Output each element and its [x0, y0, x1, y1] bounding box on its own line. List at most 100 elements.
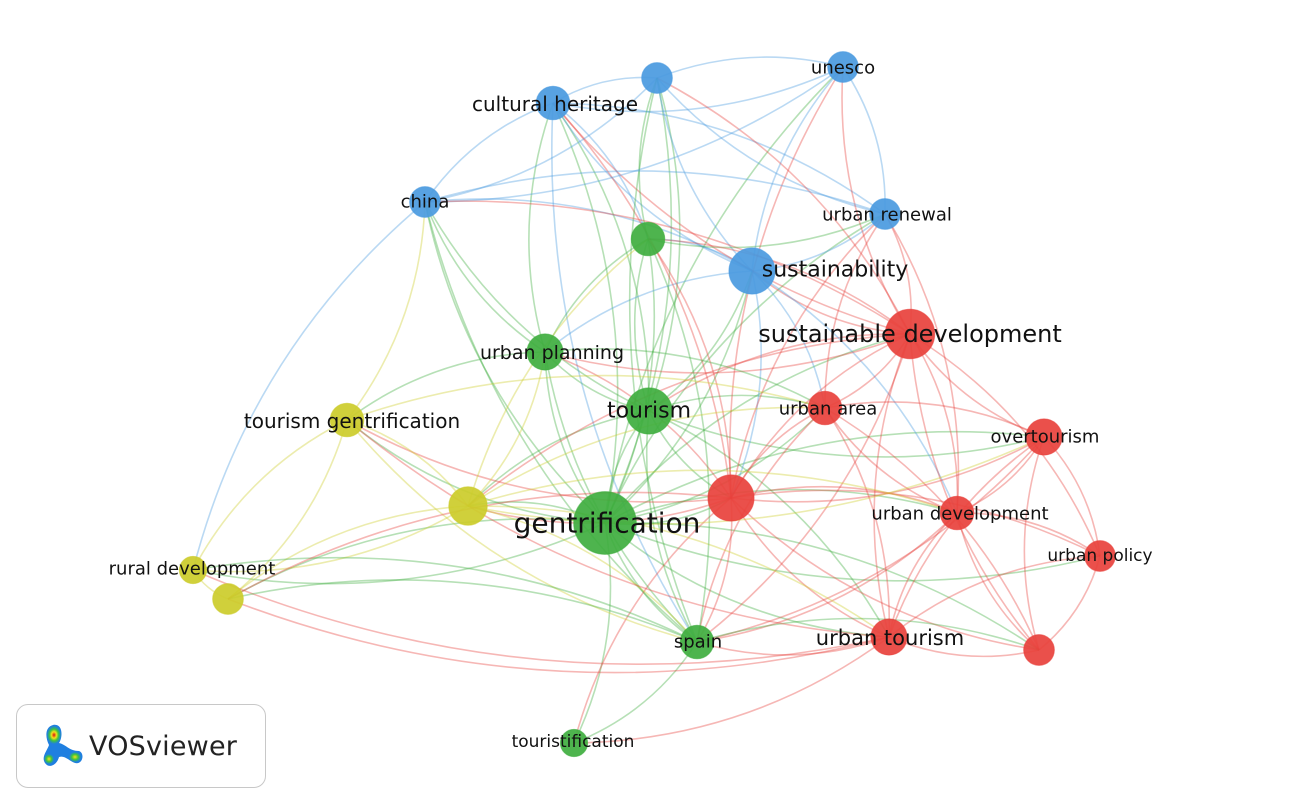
label-urban-planning: urban planning	[480, 342, 624, 364]
link-tourism-yellow_center	[467, 410, 650, 507]
link-overtourism-red_lower	[1023, 436, 1045, 651]
link-sustainable_development-spain	[696, 333, 911, 643]
link-sustainability-red_center	[730, 270, 762, 499]
node-unesco[interactable]	[827, 51, 859, 83]
node-cultural-heritage[interactable]	[535, 85, 571, 121]
label-tourism: tourism	[607, 399, 691, 424]
link-sustainability-china	[424, 198, 753, 272]
node-urban-area[interactable]	[807, 390, 843, 426]
link-gentrification-china	[424, 201, 606, 524]
link-blue_unlabeled-unesco	[656, 56, 844, 79]
node-green-upper[interactable]	[630, 221, 666, 257]
link-gentrification-sustainable_development	[604, 333, 911, 524]
label-sustainability: sustainability	[762, 258, 908, 283]
link-urban_policy-red_lower	[1038, 555, 1101, 651]
link-tourism_gentrification-yellow_lower	[227, 419, 348, 600]
node-china[interactable]	[409, 186, 441, 218]
label-spain: spain	[674, 632, 722, 653]
link-gentrification-overtourism	[604, 430, 1045, 524]
link-sustainability-cultural_heritage	[552, 102, 753, 272]
link-overtourism-spain	[696, 436, 1045, 643]
link-urban_renewal-urban_development	[884, 213, 960, 514]
link-cultural_heritage-sustainable_development	[552, 102, 911, 335]
link-china-rural_development	[192, 201, 426, 571]
link-urban_development-red_lower	[956, 512, 1040, 651]
link-sustainability-unesco	[751, 66, 844, 272]
link-tourism-green_upper	[633, 238, 650, 412]
link-gentrification-urban_policy	[604, 522, 1101, 582]
link-sustainable_development-yellow_center	[467, 333, 911, 507]
label-china: china	[401, 192, 450, 213]
link-red_center-touristification	[573, 497, 732, 744]
node-tourism[interactable]	[625, 387, 673, 435]
link-sustainability-blue_unlabeled	[656, 77, 753, 272]
link-unesco-china	[424, 66, 844, 203]
link-urban_area-urban_tourism	[824, 407, 891, 638]
link-urban_area-urban_planning	[544, 348, 826, 409]
node-overtourism[interactable]	[1025, 418, 1063, 456]
label-unesco: unesco	[811, 58, 875, 79]
link-urban_policy-urban_tourism	[888, 555, 1101, 638]
link-red_center-green_upper	[647, 238, 732, 499]
link-gentrification-sustainability	[604, 270, 753, 524]
app-name: VOSviewer	[89, 730, 238, 762]
node-rural-development[interactable]	[178, 555, 208, 585]
node-sustainability[interactable]	[728, 247, 776, 295]
link-gentrification-green_upper	[604, 238, 656, 524]
link-china-urban_renewal	[424, 170, 886, 215]
link-sustainability-urban_development	[751, 270, 958, 514]
label-urban-tourism: urban tourism	[816, 626, 964, 650]
vosviewer-logo: VOSviewer	[16, 704, 266, 788]
link-gentrification-urban_renewal	[604, 213, 886, 524]
label-urban-area: urban area	[779, 399, 878, 420]
link-green_upper-yellow_center	[467, 238, 649, 507]
link-spain-yellow_center	[467, 505, 698, 643]
link-spain-touristification	[573, 641, 698, 744]
link-blue_unlabeled-green_upper	[638, 77, 658, 240]
node-sustainable-development[interactable]	[884, 308, 936, 360]
node-urban-renewal[interactable]	[869, 198, 901, 230]
link-tourism-overtourism	[648, 410, 1045, 458]
link-yellow_center-overtourism	[467, 436, 1045, 525]
node-urban-development[interactable]	[939, 495, 975, 531]
node-touristification[interactable]	[559, 728, 589, 758]
link-rural_development-urban_tourism	[192, 569, 890, 665]
node-urban-policy[interactable]	[1084, 540, 1116, 572]
link-cultural_heritage-red_center	[552, 102, 732, 499]
node-urban-tourism[interactable]	[870, 618, 908, 656]
link-tourism-china	[424, 201, 650, 412]
link-red_center-urban_tourism	[730, 497, 890, 638]
link-blue_unlabeled-spain	[628, 77, 698, 643]
link-gentrification-yellow_lower	[227, 518, 606, 600]
link-gentrification-rural_development	[192, 522, 606, 585]
link-gentrification-red_lower	[604, 521, 1040, 651]
link-sustainable_development-urban_policy	[909, 333, 1101, 557]
node-yellow-center[interactable]	[448, 486, 488, 526]
link-urban_planning-yellow_center	[467, 351, 546, 507]
node-red-center[interactable]	[707, 474, 755, 522]
node-tourism-gentrification[interactable]	[329, 402, 365, 438]
node-yellow-lower[interactable]	[212, 583, 244, 615]
link-tourism-sustainability	[648, 270, 753, 412]
link-urban_area-overtourism	[824, 401, 1045, 438]
node-red-lower[interactable]	[1023, 634, 1055, 666]
link-tourism_gentrification-urban_tourism	[346, 419, 890, 638]
link-sustainable_development-overtourism	[909, 333, 1045, 438]
link-urban_area-urban_development	[824, 407, 958, 514]
link-tourism-cultural_heritage	[552, 102, 650, 412]
node-urban-planning[interactable]	[526, 333, 564, 371]
node-blue-unlabeled[interactable]	[641, 62, 673, 94]
link-cultural_heritage-china	[424, 102, 554, 203]
link-gentrification-urban_development	[604, 488, 958, 524]
link-urban_tourism-yellow_center	[467, 505, 890, 638]
label-gentrification: gentrification	[514, 507, 701, 540]
label-tourism-gentrification: tourism gentrification	[244, 409, 460, 433]
node-gentrification[interactable]	[573, 491, 637, 555]
link-tourism-sustainable_development	[648, 333, 911, 412]
label-rural-development: rural development	[109, 559, 276, 580]
link-china-spain	[424, 201, 698, 643]
link-yellow_lower-spain	[227, 579, 698, 643]
node-spain[interactable]	[679, 624, 715, 660]
